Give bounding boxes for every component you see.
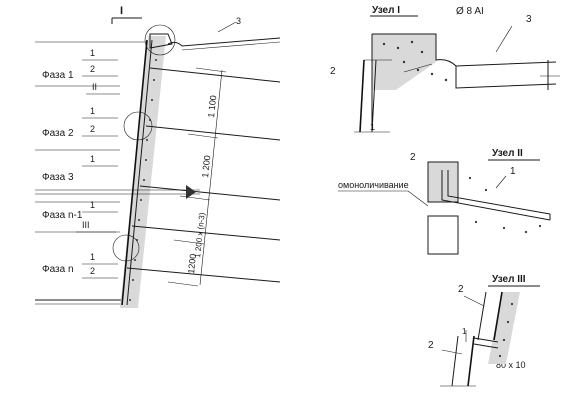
svg-text:1: 1 [90, 252, 95, 262]
monolith-note: омоноличивание [338, 180, 409, 190]
node-i-callout-3: 3 [526, 14, 532, 25]
svg-text:2: 2 [90, 124, 95, 134]
phase-1: Фаза 1 [42, 70, 74, 81]
soil-hatch [129, 59, 157, 301]
svg-text:2: 2 [90, 64, 95, 74]
node-ii-title: Узел II [492, 148, 523, 159]
node-ii-marker: II [92, 82, 97, 92]
svg-text:1: 1 [90, 200, 95, 210]
node-iii-callout-2a: 2 [458, 284, 464, 295]
svg-text:2: 2 [90, 266, 95, 276]
node-i-detail: Узел I Ø 8 AI 3 2 1 [330, 5, 560, 133]
node-iii-detail: Узел III 2 2 80 x 10 1 [428, 274, 540, 387]
cap-callout: 3 [236, 16, 241, 26]
section-marker: I [120, 5, 123, 17]
dim-1100: 1 100 [206, 95, 218, 118]
node-ii-detail: Узел II 2 1 омоноличивание [338, 148, 551, 255]
node-i-title: Узел I [372, 5, 400, 16]
node-ii-callout-1: 1 [510, 166, 516, 177]
node-iii-marker: III [82, 220, 90, 230]
phase-2: Фаза 2 [42, 128, 74, 139]
anchors [126, 67, 281, 283]
phase-n1: Фаза n-1 [42, 210, 83, 221]
plate-size: 80 x 10 [496, 360, 526, 370]
svg-text:1: 1 [90, 154, 95, 164]
node-iii-title: Узел III [492, 274, 526, 285]
phase-3: Фаза 3 [42, 172, 74, 183]
node-i-callout-1: 1 [370, 122, 375, 132]
dim-1200b: 1200 [186, 253, 198, 274]
node-ii-callout-2: 2 [410, 152, 416, 163]
svg-text:1: 1 [90, 48, 95, 58]
node-i-callout-2: 2 [330, 66, 336, 77]
svg-text:1: 1 [90, 106, 95, 116]
node-iii-callout-2b: 2 [428, 340, 434, 351]
rebar-label: Ø 8 AI [456, 6, 484, 17]
node-iii-callout-1: 1 [462, 327, 467, 336]
phase-n: Фаза n [42, 264, 74, 275]
dim-1200: 1 200 [200, 155, 212, 178]
main-section: I 3 1 100 1 200 1 200 x (n-3) 1200 Фаза [35, 5, 281, 308]
dim-1200n: 1 200 x (n-3) [193, 212, 207, 258]
